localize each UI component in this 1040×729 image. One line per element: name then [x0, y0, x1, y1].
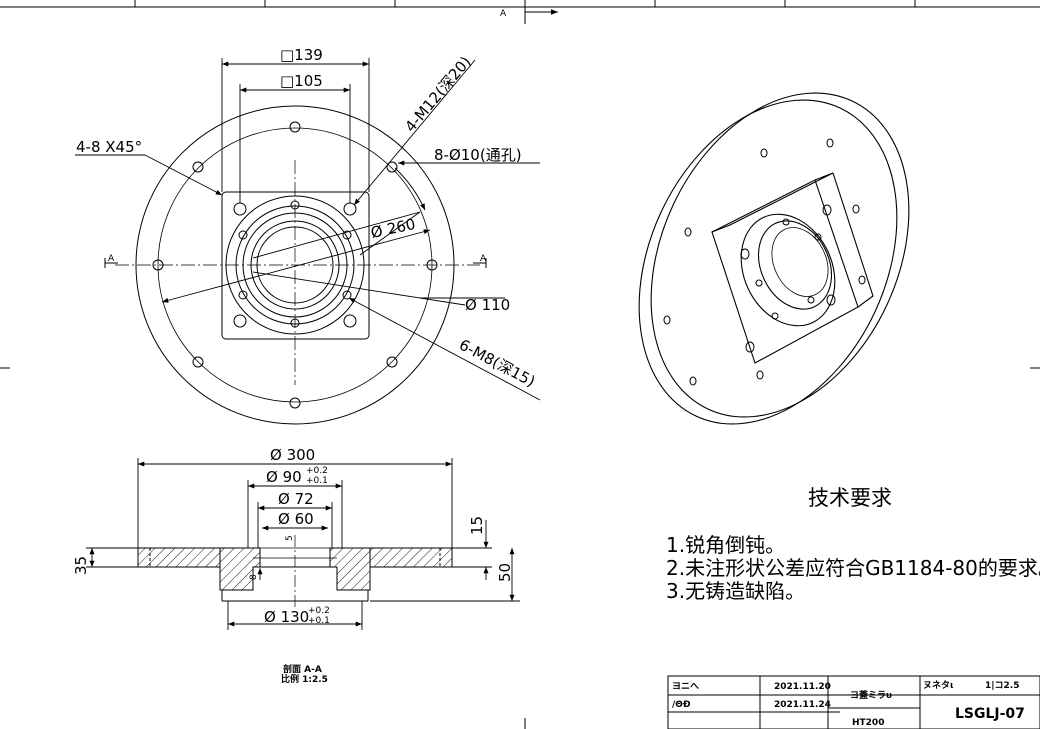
- dim-chamfer: 4-8 X45°: [76, 138, 142, 156]
- dim-tap-m8: 6-M8(深15): [456, 336, 538, 391]
- svg-text:A: A: [500, 9, 507, 19]
- iso-flange-back: [650, 92, 910, 418]
- top-border: [0, 0, 1040, 8]
- iso-boss-side: [832, 172, 874, 308]
- view-direction-marker: A: [500, 0, 558, 24]
- dim-5: 5: [285, 535, 295, 541]
- tb-drawing-no: LSGLJ-07: [955, 706, 1025, 722]
- dim-dia130: Ø 130: [264, 608, 309, 626]
- tb-part-name: ヨ蓋ミラυ: [850, 689, 892, 701]
- dim-tap-m12: 4-M12(深20): [401, 53, 474, 136]
- hub-right-hatch: [329, 547, 371, 591]
- dim-dia130-tol-upper: +0.2: [308, 606, 330, 616]
- dim-dia90-tol-upper: +0.2: [306, 466, 328, 476]
- dim-holes-8: 8-Ø10(通孔): [434, 146, 522, 164]
- iso-boss-front: [711, 179, 859, 364]
- hub-left-hatch: [219, 547, 261, 591]
- tb-row1-date: 2021.11.20: [774, 682, 831, 692]
- dim-dia90: Ø 90: [266, 468, 302, 486]
- title-block: [667, 675, 1040, 729]
- dim-sq105: □105: [280, 72, 323, 90]
- tech-note-3: 3.无铸造缺陷。: [666, 579, 805, 603]
- dim-8: 8: [249, 574, 259, 580]
- dim-35: 35: [72, 556, 90, 575]
- tech-note-1: 1.锐角倒钝。: [666, 533, 785, 557]
- dim-dia60: Ø 60: [278, 510, 314, 528]
- tb-scale-label: ヌネタι: [923, 679, 954, 691]
- dim-dia260: Ø 260: [369, 215, 417, 242]
- section-dimensions: [86, 458, 520, 630]
- section-mark-left: A: [108, 254, 115, 264]
- iso-bore-inner: [758, 220, 832, 310]
- iso-boss-top: [711, 172, 834, 233]
- section-view: [137, 535, 453, 610]
- isometric-view: [638, 92, 910, 425]
- iso-bore-outer: [740, 213, 836, 327]
- through-holes: [152, 121, 438, 409]
- section-line-markers: [104, 258, 487, 268]
- dim-dia300: Ø 300: [270, 446, 315, 464]
- dim-dia130-tol-lower: +0.1: [308, 616, 330, 626]
- tb-row2-label: /ΘÐ: [672, 700, 691, 710]
- iso-flange-front: [638, 99, 898, 425]
- tech-note-2: 2.未注形状公差应符合GB1184-80的要求。: [666, 556, 1040, 580]
- iso-bore-deep: [771, 227, 829, 297]
- dim-15: 15: [468, 516, 486, 535]
- tech-title: 技术要求: [808, 486, 892, 510]
- iso-holes: [663, 138, 866, 386]
- tb-scale-value: 1|コ2.5: [985, 681, 1020, 691]
- dim-sq139: □139: [280, 46, 323, 64]
- plan-view: [115, 105, 480, 425]
- dim-50: 50: [496, 563, 514, 582]
- plan-dimensions: [75, 58, 541, 401]
- dim-dia110: Ø 110: [465, 296, 510, 314]
- tb-row1-label: ヨニへ: [672, 682, 699, 692]
- section-mark-right: A: [480, 254, 487, 264]
- tb-material: HT200: [852, 718, 884, 728]
- dim-dia72: Ø 72: [278, 490, 314, 508]
- tb-row2-date: 2021.11.24: [774, 700, 831, 710]
- tapped-holes-m8: [238, 200, 352, 328]
- dim-dia90-tol-lower: +0.1: [306, 476, 328, 486]
- section-caption-line2: 比例 1:2.5: [281, 673, 328, 685]
- section-caption-line1: 剖面 A-A: [283, 663, 322, 675]
